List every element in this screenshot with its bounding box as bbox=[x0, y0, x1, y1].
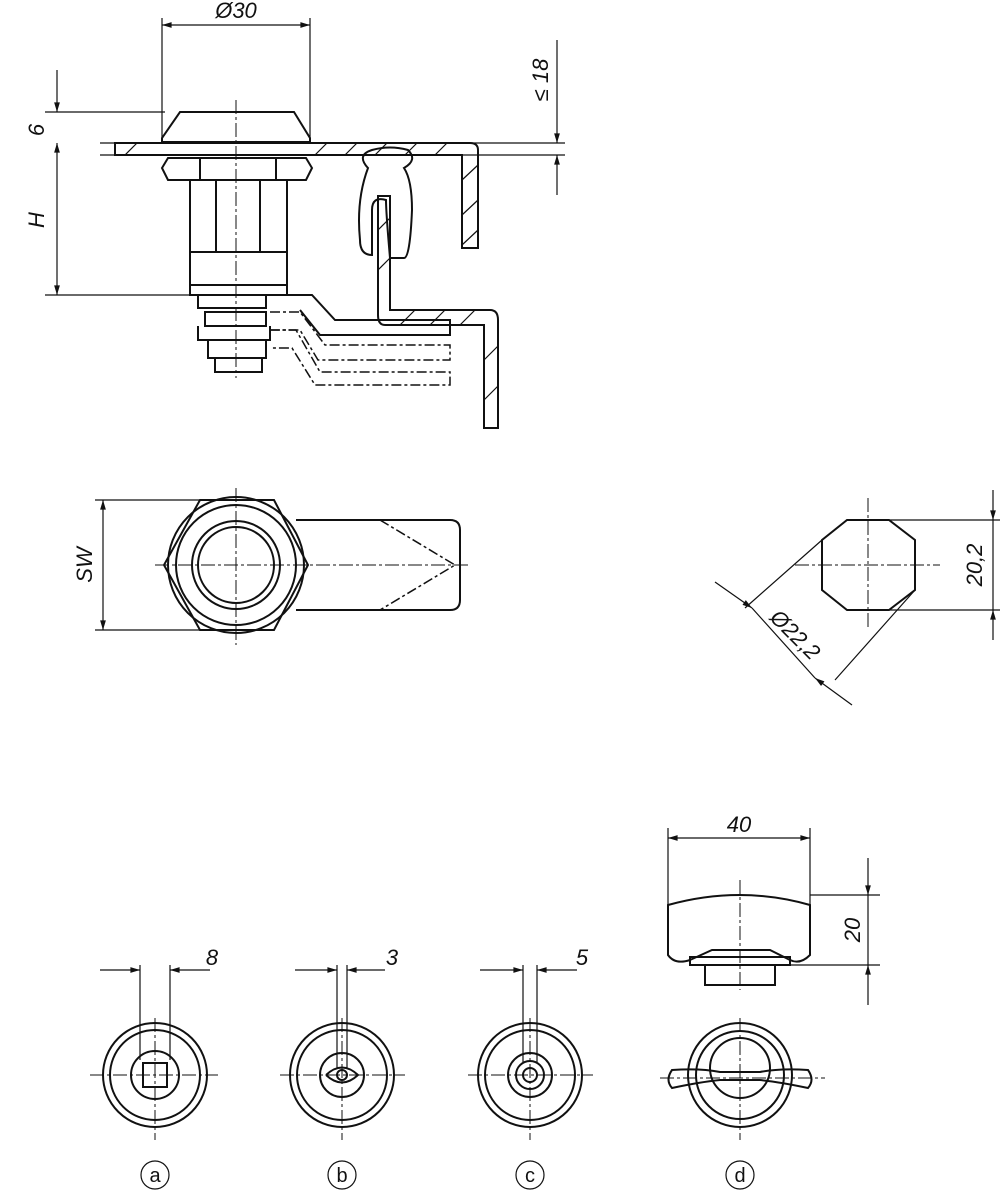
dim-hex-width: SW bbox=[72, 545, 97, 583]
dim-panel-thickness: ≤ 18 bbox=[528, 58, 553, 101]
variant-b: 3 b bbox=[280, 945, 405, 1190]
dim-body-height: H bbox=[24, 212, 49, 228]
front-view: SW bbox=[72, 488, 470, 645]
variant-c: 5 c bbox=[468, 945, 593, 1190]
dim-cutout-flat: 20,2 bbox=[962, 544, 987, 588]
dim-knob-height: 20 bbox=[840, 917, 865, 943]
variant-d: 40 20 d bbox=[660, 812, 880, 1190]
dim-cap-diameter: Ø30 bbox=[214, 0, 257, 23]
label-b: b bbox=[336, 1165, 347, 1187]
dim-insert-b: 3 bbox=[386, 945, 399, 970]
label-c: c bbox=[525, 1165, 535, 1187]
dim-insert-c: 5 bbox=[576, 945, 589, 970]
label-a: a bbox=[149, 1165, 161, 1187]
panel-cutout-view: 20,2 Ø22,2 bbox=[714, 490, 1000, 706]
dim-knob-width: 40 bbox=[727, 812, 752, 837]
side-view: Ø30 6 H ≤ 18 bbox=[24, 0, 565, 429]
variant-a: 8 a bbox=[90, 945, 219, 1190]
dim-insert-a: 8 bbox=[206, 945, 219, 970]
dim-cap-height: 6 bbox=[24, 123, 49, 136]
label-d: d bbox=[734, 1165, 745, 1187]
